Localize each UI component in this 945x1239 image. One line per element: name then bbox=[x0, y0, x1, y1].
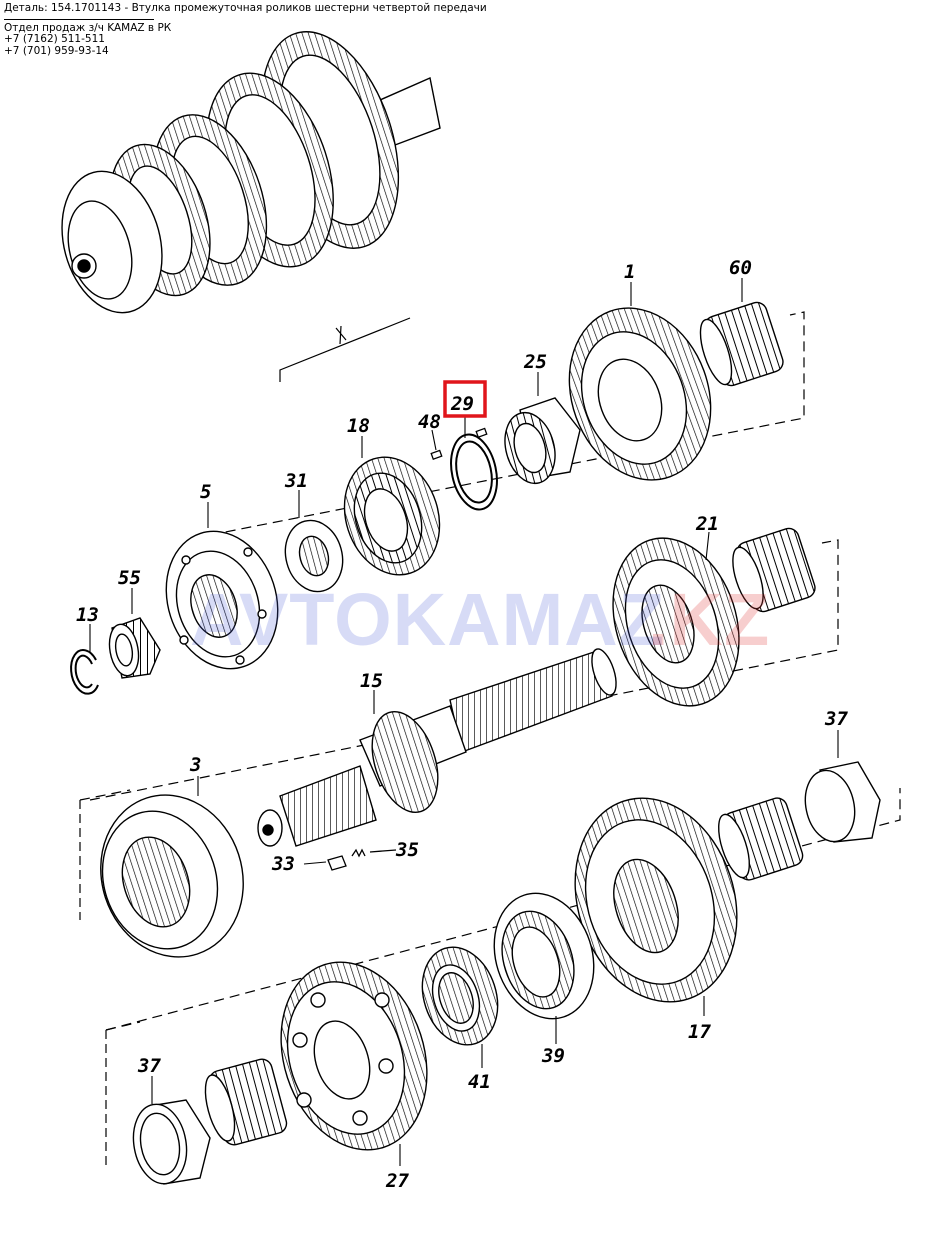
part-41-ring[interactable] bbox=[410, 937, 509, 1054]
part-18-synchronizer[interactable] bbox=[330, 445, 455, 588]
part-17-gear[interactable] bbox=[550, 777, 763, 1023]
part-5-housing[interactable] bbox=[149, 517, 295, 684]
label-part-13[interactable]: 13 bbox=[76, 604, 99, 626]
label-part-37-upper[interactable]: 37 bbox=[824, 708, 848, 730]
label-part-17[interactable]: 17 bbox=[688, 1021, 711, 1043]
part-3-synchronizer[interactable] bbox=[80, 776, 264, 975]
label-part-3[interactable]: 3 bbox=[189, 754, 201, 776]
label-part-48[interactable]: 48 bbox=[418, 411, 441, 433]
part-35-spring[interactable] bbox=[351, 848, 397, 858]
part-31-splined-washer[interactable] bbox=[278, 514, 351, 598]
label-part-55[interactable]: 55 bbox=[118, 567, 141, 589]
part-33-key[interactable] bbox=[327, 855, 347, 871]
part-17-roller-bearing[interactable] bbox=[712, 796, 805, 883]
part-39-sleeve[interactable] bbox=[479, 880, 610, 1031]
header: Деталь: 154.1701143 - Втулка промежуточн… bbox=[4, 2, 487, 57]
phone-2[interactable]: +7 (701) 959-93-14 bbox=[4, 44, 109, 57]
part-37-bushing-upper[interactable] bbox=[799, 761, 881, 846]
sales-department: Отдел продаж з/ч KAMAZ в РК bbox=[4, 21, 172, 34]
header-divider bbox=[4, 18, 154, 20]
part-21-roller-bearing[interactable] bbox=[727, 526, 818, 614]
assembled-shaft bbox=[61, 31, 441, 314]
label-part-39[interactable]: 39 bbox=[541, 1045, 565, 1067]
label-part-1[interactable]: 1 bbox=[624, 261, 635, 283]
label-part-33[interactable]: 33 bbox=[271, 853, 295, 875]
leader-lines bbox=[89, 278, 839, 1166]
label-part-21[interactable]: 21 bbox=[695, 513, 719, 535]
label-part-31[interactable]: 31 bbox=[284, 470, 308, 492]
label-part-37-lower[interactable]: 37 bbox=[137, 1055, 161, 1077]
part-25-bushing[interactable] bbox=[498, 397, 581, 489]
label-part-27[interactable]: 27 bbox=[385, 1170, 409, 1192]
label-part-15[interactable]: 15 bbox=[360, 670, 383, 692]
part-48-pin[interactable] bbox=[430, 427, 488, 461]
part-21-gear[interactable] bbox=[592, 522, 759, 723]
label-part-5[interactable]: 5 bbox=[200, 481, 211, 503]
label-part-60[interactable]: 60 bbox=[729, 257, 752, 279]
part-29-ring[interactable] bbox=[445, 430, 504, 513]
label-part-41[interactable]: 41 bbox=[468, 1071, 491, 1093]
watermark: AVTOKAMAZ bbox=[190, 578, 665, 661]
part-37-bushing-lower[interactable] bbox=[127, 1099, 211, 1188]
part-15-main-shaft[interactable] bbox=[257, 646, 621, 847]
label-part-35[interactable]: 35 bbox=[395, 839, 419, 861]
highlight-box bbox=[443, 380, 487, 418]
label-part-18[interactable]: 18 bbox=[347, 415, 370, 437]
part-27-roller-bearing[interactable] bbox=[200, 1057, 289, 1147]
watermark-suffix: .KZ bbox=[648, 578, 770, 661]
assembly-frames bbox=[79, 311, 901, 1170]
part-title: Деталь: 154.1701143 - Втулка промежуточн… bbox=[4, 2, 487, 14]
part-27-gear[interactable] bbox=[258, 943, 450, 1169]
label-part-25[interactable]: 25 bbox=[523, 351, 547, 373]
part-55-bearing[interactable] bbox=[106, 617, 161, 679]
label-part-29[interactable]: 29 bbox=[450, 393, 474, 415]
part-1-gear[interactable] bbox=[546, 288, 734, 500]
part-60-roller-bearing[interactable] bbox=[694, 300, 785, 388]
part-13-circlip[interactable] bbox=[70, 649, 99, 695]
phone-1[interactable]: +7 (7162) 511-511 bbox=[4, 33, 105, 45]
